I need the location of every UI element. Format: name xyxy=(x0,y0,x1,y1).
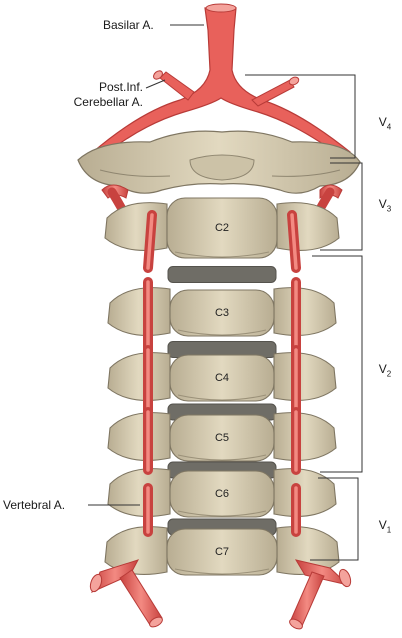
basilar-artery-shape xyxy=(92,7,351,161)
vertebra-label-c7: C7 xyxy=(214,546,230,558)
vertebral-arteries xyxy=(143,210,301,537)
segment-brackets xyxy=(245,74,363,561)
arteries-upper xyxy=(92,3,351,161)
right-pica-branch xyxy=(251,79,295,107)
leader-lines xyxy=(88,24,204,506)
vertebra-c7 xyxy=(104,526,340,576)
arteries-lower xyxy=(89,559,352,630)
segment-label-v2: V2 xyxy=(378,362,392,379)
segment-label-v4: V4 xyxy=(378,115,392,132)
segment-label-v3: V3 xyxy=(378,197,392,214)
cervical-column xyxy=(104,197,340,576)
vertebra-c6 xyxy=(107,468,337,518)
segment-label-v1: V1 xyxy=(378,518,392,535)
post-inf-label-line1: Post.Inf. xyxy=(98,80,143,94)
vertebra-c5 xyxy=(107,412,337,462)
vertebra-label-c6: C6 xyxy=(214,488,230,500)
post-inf-label-line2: Cerebellar A. xyxy=(73,95,143,109)
basilar-artery-label: Basilar A. xyxy=(103,18,154,32)
left-pica-branch xyxy=(159,71,195,101)
vertebra-c3 xyxy=(107,287,337,337)
vertebra-label-c5: C5 xyxy=(214,432,230,444)
vertebra-label-c4: C4 xyxy=(214,372,230,384)
vertebra-label-c3: C3 xyxy=(214,307,230,319)
vertebra-c4 xyxy=(107,352,337,402)
basilar-artery-opening xyxy=(205,3,237,13)
vertebral-artery-label: Vertebral A. xyxy=(3,498,66,512)
vertebra-label-c2: C2 xyxy=(214,222,230,234)
atlas-c1 xyxy=(77,130,361,194)
